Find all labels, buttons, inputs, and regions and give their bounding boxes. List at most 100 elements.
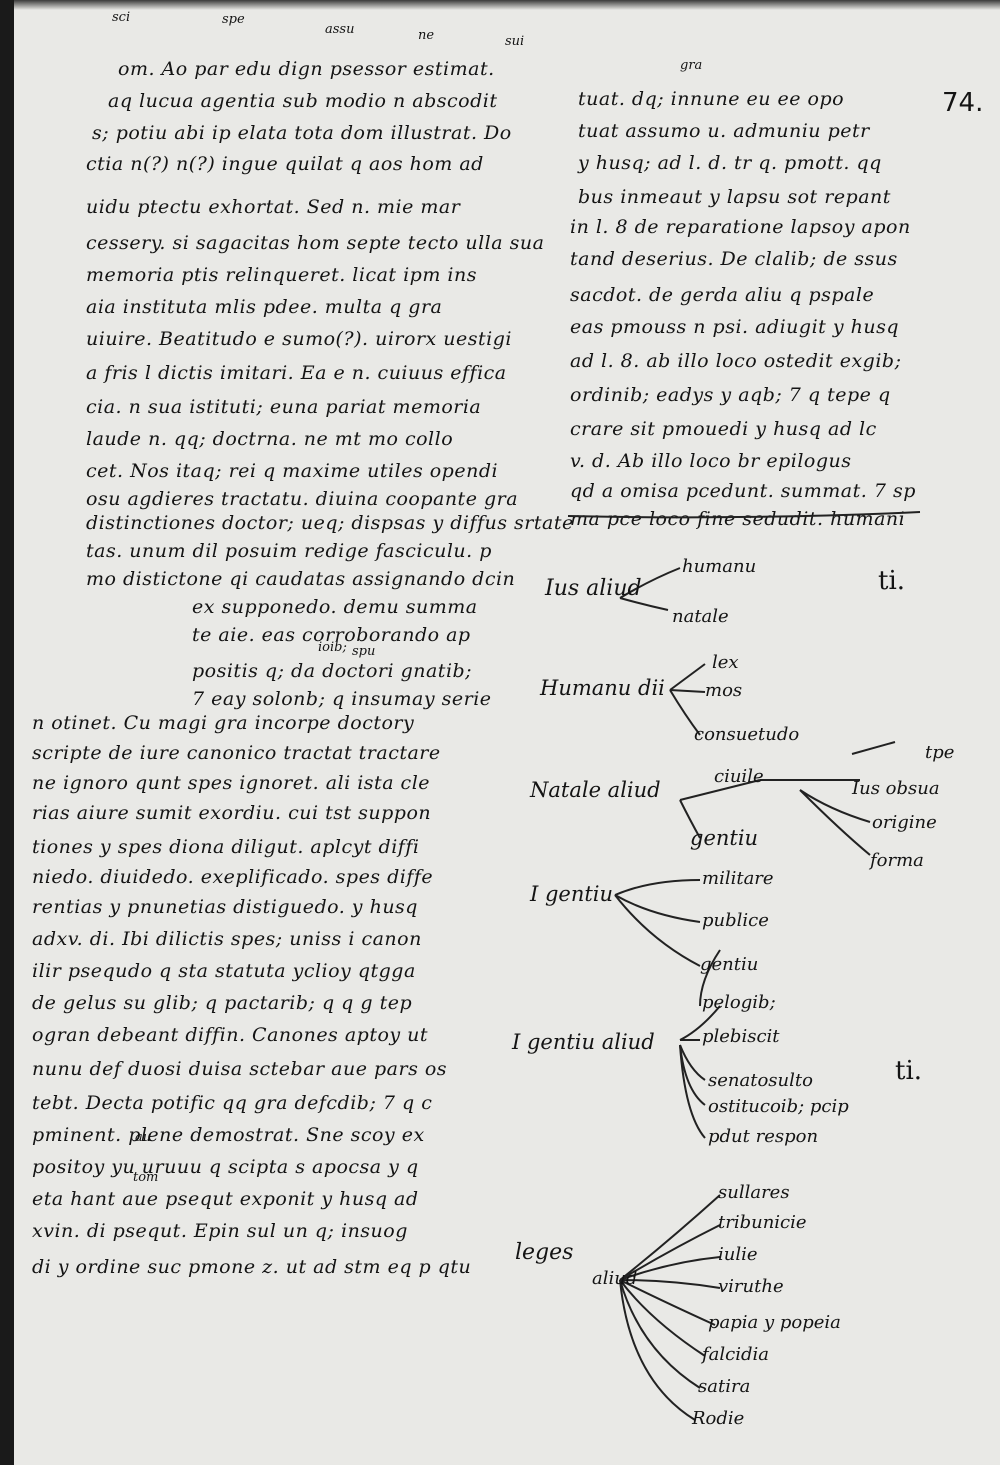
tree-root: aliud	[592, 1268, 638, 1289]
tree-root: Ius aliud	[545, 576, 642, 601]
tree-node: lex	[712, 652, 739, 673]
tree-node: militare	[702, 868, 774, 889]
tree-node: papia y popeia	[708, 1312, 841, 1333]
tree-node: gentiu	[700, 954, 759, 975]
text-line: uiuire. Beatitudo e sumo(?). uirorx uest…	[86, 328, 512, 350]
interlinear-gloss: spu	[352, 644, 376, 659]
tree-root: I gentiu aliud	[512, 1030, 655, 1054]
text-line: xvin. di psequt. Epin sul un q; insuog	[32, 1220, 408, 1242]
text-line: positis q; da doctori gnatib;	[192, 660, 473, 682]
text-line: ex supponedo. demu summa	[192, 596, 478, 618]
tree-node: pdut respon	[708, 1126, 819, 1147]
tree-root: Natale aliud	[530, 778, 661, 802]
text-line: distinctiones doctor; ueq; dispsas y dif…	[86, 512, 574, 534]
text-line: osu agdieres tractatu. diuina coopante g…	[86, 488, 519, 510]
text-line: de gelus su glib; q pactarib; q q g tep	[32, 992, 413, 1014]
text-line: ad l. 8. ab illo loco ostedit exgib;	[570, 350, 902, 372]
text-line: ilir psequdo q sta statuta yclioy qtgga	[32, 960, 416, 982]
text-line: pminent. plene demostrat. Sne scoy ex	[32, 1124, 425, 1146]
top-gloss: assu	[325, 22, 355, 37]
tree-node: Ius obsua	[852, 778, 940, 799]
text-line: ma pce loco fine sedudit. humani	[570, 508, 906, 530]
text-line: tuat assumo u. admuniu petr	[578, 120, 870, 142]
text-line: cet. Nos itaq; rei q maxime utiles opend…	[86, 460, 499, 482]
text-line: ne ignoro qunt spes ignoret. ali ista cl…	[32, 772, 431, 794]
tree-node: gentiu	[690, 826, 759, 850]
tree-root: I gentiu	[530, 882, 614, 906]
text-line: aia instituta mlis pdee. multa q gra	[86, 296, 443, 318]
text-line: tand deserius. De clalib; de ssus	[570, 248, 898, 270]
text-line: rias aiure sumit exordiu. cui tst suppon	[32, 802, 432, 824]
text-line: niedo. diuidedo. exeplificado. spes diff…	[32, 866, 434, 888]
text-line: rentias y pnunetias distiguedo. y husq	[32, 896, 418, 918]
tree-node: satira	[698, 1376, 751, 1397]
text-line: laude n. qq; doctrna. ne mt mo collo	[86, 428, 454, 450]
tree-node: senatosulto	[708, 1070, 813, 1091]
tree-node: origine	[872, 812, 937, 833]
tree-node: consuetudo	[694, 724, 800, 745]
text-line: s; potiu abi ip elata tota dom illustrat…	[92, 122, 512, 144]
tree-node: iulie	[718, 1244, 758, 1265]
tree-node: natale	[672, 606, 729, 627]
top-gloss: sui	[505, 34, 525, 49]
interlinear-gloss: au	[135, 1130, 152, 1145]
tree-node: tpe	[925, 742, 955, 763]
text-line: ctia n(?) n(?) ingue quilat q aos hom ad	[86, 153, 484, 175]
page-edge-top	[14, 0, 1000, 10]
top-gloss: sci	[112, 10, 131, 25]
top-gloss: spe	[222, 12, 245, 27]
tree-node: Rodie	[692, 1408, 745, 1429]
text-line: eas pmouss n psi. adiugit y husq	[570, 316, 899, 338]
tree-node: publice	[702, 910, 769, 931]
tree-node: tribunicie	[718, 1212, 807, 1233]
page-edge-left	[0, 0, 14, 1465]
text-line: positoy yu uruuu q scipta s apocsa y q	[32, 1156, 419, 1178]
text-line: ordinib; eadys y aqb; 7 q tepe q	[570, 384, 891, 406]
tree-node: forma	[870, 850, 924, 871]
tree-node: mos	[705, 680, 743, 701]
margin-mark: ti.	[878, 566, 906, 596]
margin-mark: ti.	[895, 1056, 923, 1086]
text-line: aq lucua agentia sub modio n abscodit	[108, 90, 498, 112]
text-line: n otinet. Cu magi gra incorpe doctory	[32, 712, 415, 734]
text-line: 7 eay solonb; q insumay serie	[192, 688, 492, 710]
tree-node: falcidia	[702, 1344, 769, 1365]
text-line: crare sit pmouedi y husq ad lc	[570, 418, 877, 440]
tree-root: Humanu dii	[540, 676, 665, 700]
text-line: ogran debeant diffin. Canones aptoy ut	[32, 1024, 429, 1046]
text-line: uidu ptectu exhortat. Sed n. mie mar	[86, 196, 461, 218]
tree-node: viruthe	[718, 1276, 784, 1297]
text-line: nunu def duosi duisa sctebar aue pars os	[32, 1058, 448, 1080]
text-line: eta hant aue psequt exponit y husq ad	[32, 1188, 419, 1210]
interlinear-gloss: ioib;	[318, 640, 347, 655]
tree-node: sullares	[718, 1182, 790, 1203]
tree-node: pelogib;	[702, 992, 776, 1013]
tree-node: ciuile	[714, 766, 764, 787]
text-line: tebt. Decta potific qq gra defcdib; 7 q …	[32, 1092, 433, 1114]
text-line: memoria ptis relinqueret. licat ipm ins	[86, 264, 477, 286]
text-line: bus inmeaut y lapsu sot repant	[578, 186, 891, 208]
interlinear-gloss: tom	[133, 1170, 159, 1185]
tree-node: humanu	[682, 556, 757, 577]
text-line: v. d. Ab illo loco br epilogus	[570, 450, 852, 472]
text-line: om. Ao par edu dign psessor estimat.	[118, 58, 495, 80]
text-line: a fris l dictis imitari. Ea e n. cuiuus …	[86, 362, 507, 384]
text-line: tuat. dq; innune eu ee opo	[578, 88, 845, 110]
text-line: adxv. di. Ibi dilictis spes; uniss i can…	[32, 928, 422, 950]
text-line: scripte de iure canonico tractat tractar…	[32, 742, 441, 764]
text-line: mo distictone qi caudatas assignando dci…	[86, 568, 516, 590]
folio-number: 74.	[942, 88, 984, 118]
top-gloss: ne	[418, 28, 435, 43]
column-gloss: gra	[680, 58, 703, 73]
text-line: cessery. si sagacitas hom septe tecto ul…	[86, 232, 545, 254]
text-line: in l. 8 de reparatione lapsoy apon	[570, 216, 911, 238]
text-line: tas. unum dil posuim redige fasciculu. p	[86, 540, 492, 562]
text-line: cia. n sua istituti; euna pariat memoria	[86, 396, 482, 418]
text-line: y husq; ad l. d. tr q. pmott. qq	[578, 152, 882, 174]
text-line: qd a omisa pcedunt. summat. 7 sp	[570, 480, 916, 502]
tree-root: leges	[515, 1240, 574, 1265]
text-line: di y ordine suc pmone z. ut ad stm eq p …	[32, 1256, 472, 1278]
text-line: tiones y spes diona diligut. aplcyt diff…	[32, 836, 420, 858]
text-line: sacdot. de gerda aliu q pspale	[570, 284, 875, 306]
